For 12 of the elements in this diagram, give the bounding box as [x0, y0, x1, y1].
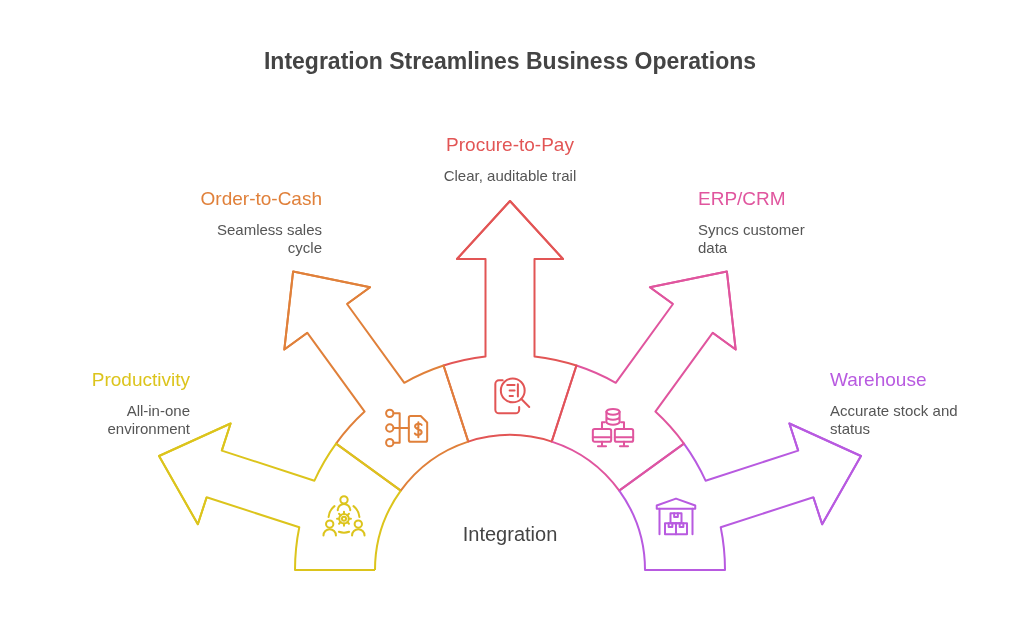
diagram-title: Integration Streamlines Business Operations	[263, 48, 757, 75]
category-description: Clear, auditable trail	[443, 167, 577, 185]
category-title: Order-to-Cash	[200, 188, 322, 210]
category-title: Procure-to-Pay	[446, 134, 574, 156]
category-description: All-in-one environment	[106, 402, 190, 438]
category-title: ERP/CRM	[698, 188, 786, 210]
category-title: Productivity	[91, 369, 190, 391]
category-description: Syncs customer data	[698, 221, 806, 257]
category-title: Warehouse	[830, 369, 927, 391]
category-description: Seamless sales cycle	[215, 221, 322, 257]
hub-label: Integration	[462, 522, 558, 546]
category-description: Accurate stock and status	[830, 402, 959, 438]
